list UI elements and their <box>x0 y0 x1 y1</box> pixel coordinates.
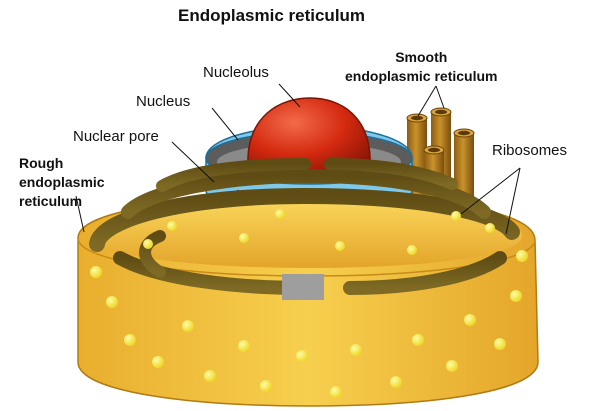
nuclear-pore-label: Nuclear pore <box>73 128 159 145</box>
rough-er <box>77 158 539 407</box>
diagram-title: Endoplasmic reticulum <box>178 6 366 25</box>
callout-lines <box>75 83 521 235</box>
smooth-er-label: Smooth endoplasmic reticulum <box>345 49 498 84</box>
nucleolus-label: Nucleolus <box>203 64 269 81</box>
ribosomes-label: Ribosomes <box>492 142 568 159</box>
nucleus-label: Nucleus <box>136 93 191 110</box>
ribosomes <box>90 209 528 398</box>
rough-er-label: Rough endoplasmic reticulum <box>19 155 105 209</box>
er-lumen-channels <box>89 158 520 306</box>
